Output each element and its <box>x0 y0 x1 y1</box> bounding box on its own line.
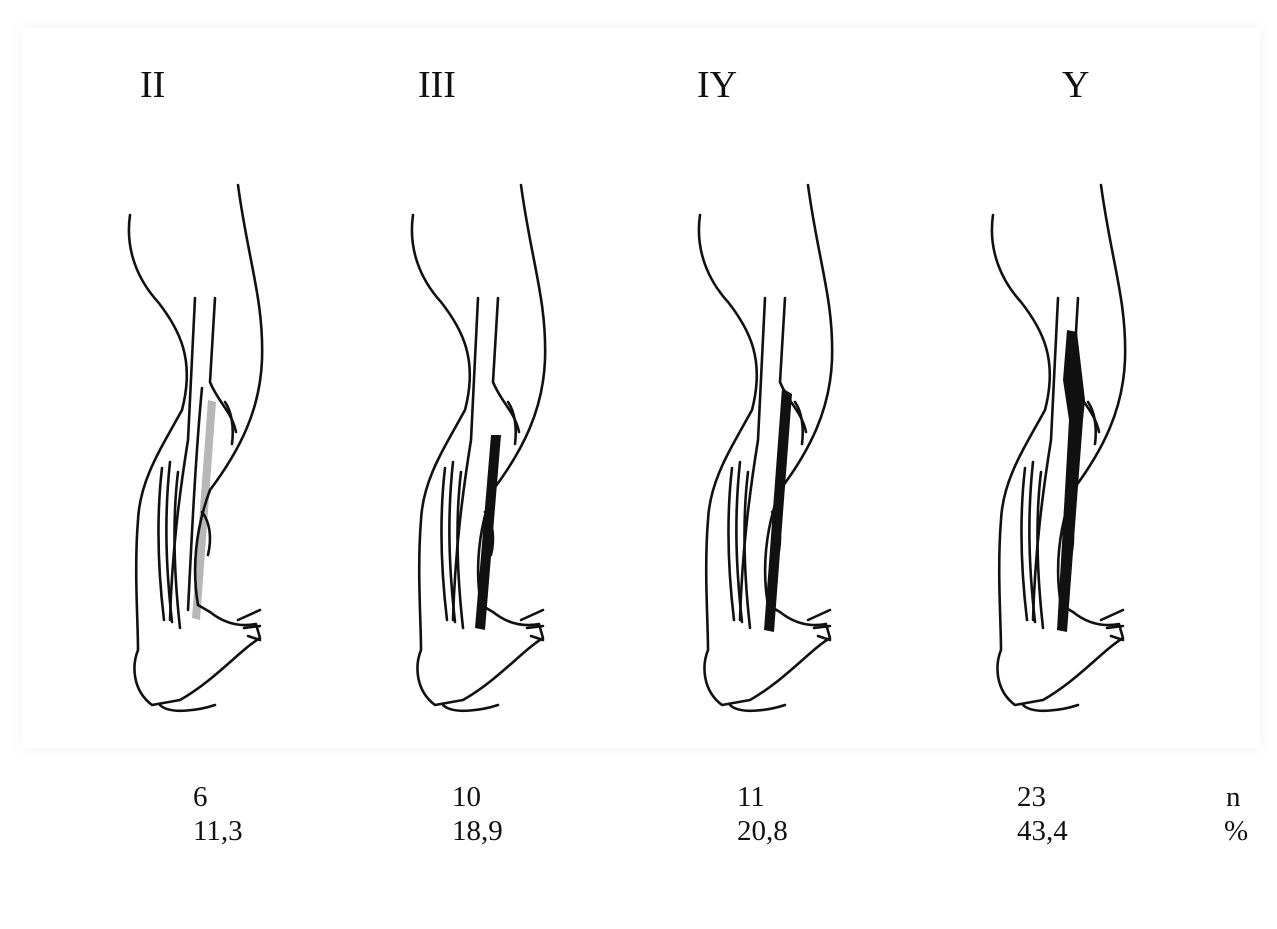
leg-drawing <box>120 150 280 720</box>
leg-illustration-stage-iii <box>403 150 563 720</box>
percent-unit-label: % <box>1224 817 1248 846</box>
leg-drawing <box>403 150 563 720</box>
stage-iii-percent: 18,9 <box>452 817 503 846</box>
leg-illustration-stage-y <box>983 150 1143 720</box>
stage-label-iy: IY <box>697 66 737 104</box>
stage-ii-count: 6 <box>193 783 208 812</box>
stage-y-percent: 43,4 <box>1017 817 1068 846</box>
leg-drawing <box>983 150 1143 720</box>
leg-illustration-stage-iy <box>690 150 850 720</box>
stage-iii-count: 10 <box>452 783 481 812</box>
stage-y-count: 23 <box>1017 783 1046 812</box>
leg-drawing <box>690 150 850 720</box>
stage-iy-percent: 20,8 <box>737 817 788 846</box>
leg-illustration-stage-ii <box>120 150 280 720</box>
stage-label-iii: III <box>418 66 456 104</box>
stage-ii-percent: 11,3 <box>193 817 243 846</box>
stage-label-ii: II <box>140 66 165 104</box>
stage-label-y: Y <box>1062 66 1089 104</box>
count-unit-label: n <box>1226 783 1241 812</box>
stage-iy-count: 11 <box>737 783 765 812</box>
